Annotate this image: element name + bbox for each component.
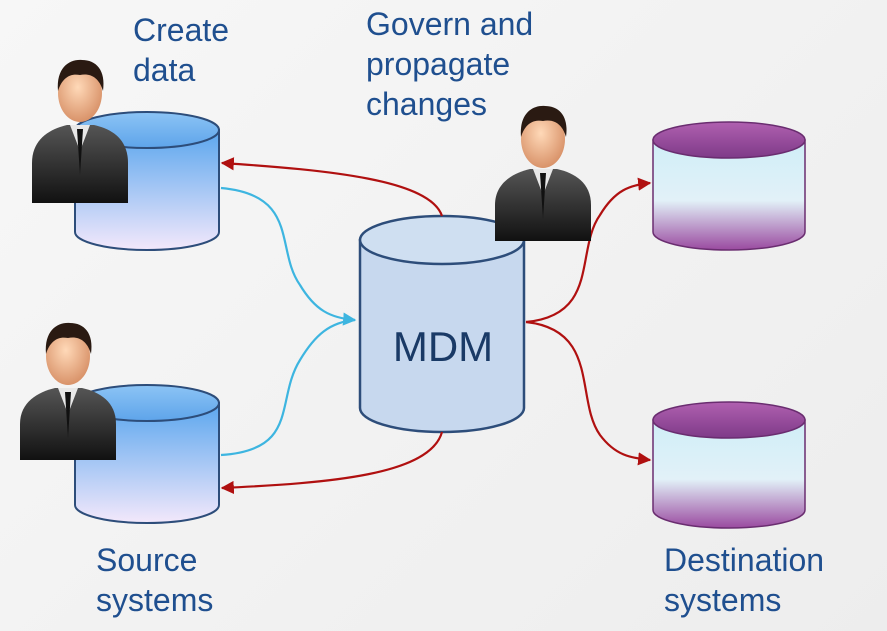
destination-database-top [652, 121, 806, 251]
mdm-database [358, 214, 526, 434]
destination-database-bottom [652, 401, 806, 529]
arrow-mdm-to-destination-top [525, 177, 652, 324]
label-govern-propagate: Govern and propagate changes [366, 6, 534, 122]
arrow-mdm-to-destination-bottom [525, 320, 652, 466]
arrow-source-bottom-to-mdm [220, 318, 356, 457]
person-icon [20, 322, 116, 460]
label-create-data: Create data [133, 12, 230, 88]
person-icon [495, 105, 591, 241]
arrow-mdm-to-source-top [220, 157, 444, 217]
label-source-systems: Source systems [96, 542, 214, 618]
arrow-mdm-to-source-bottom [220, 431, 444, 495]
person-icon [32, 59, 128, 203]
label-destination-systems: Destination systems [664, 542, 825, 618]
arrow-source-top-to-mdm [220, 186, 357, 326]
label-mdm: MDM [392, 323, 494, 370]
